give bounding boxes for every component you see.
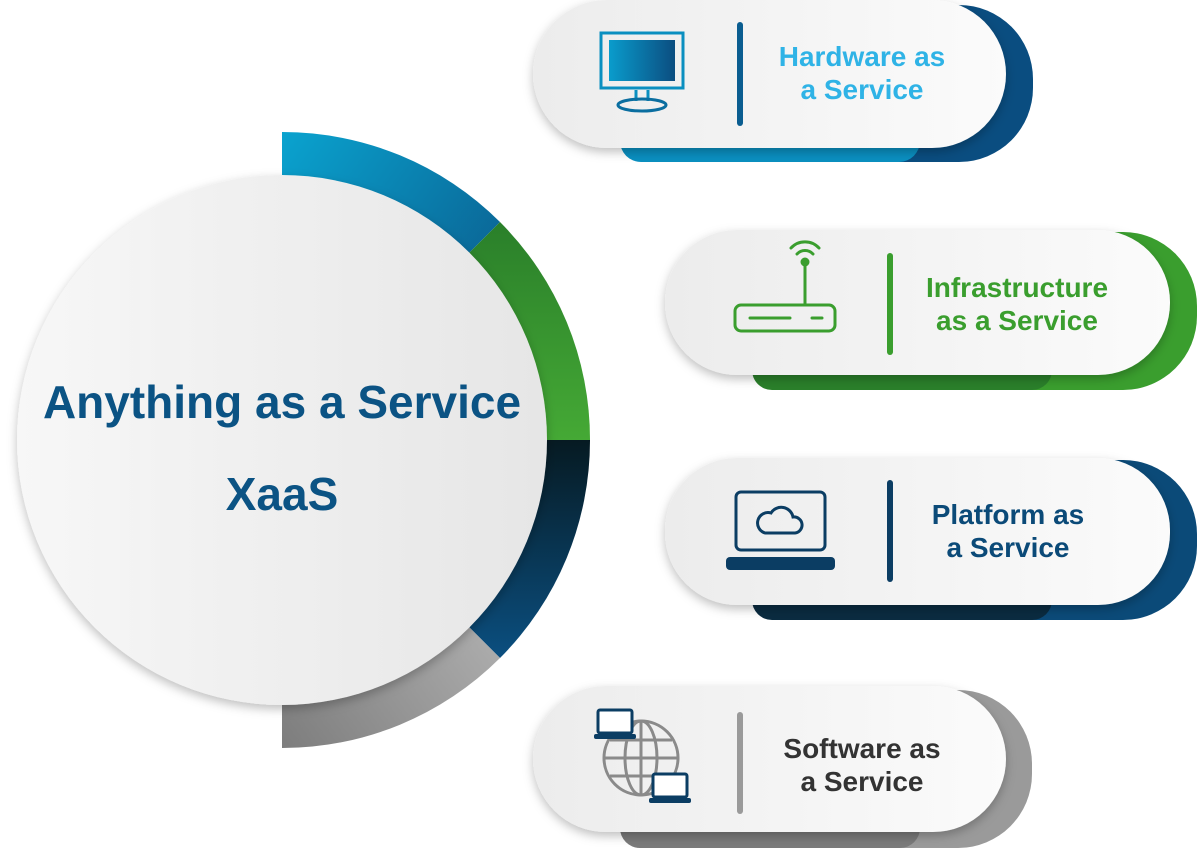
card-software-as-a-service[interactable]: Software as a Service <box>533 686 1032 848</box>
card-title-line2: a Service <box>801 766 924 797</box>
card-hardware-as-a-service[interactable]: Hardware as a Service <box>533 0 1033 162</box>
card-title-line1: Infrastructure <box>926 272 1108 303</box>
card-divider <box>887 253 893 355</box>
card-title-line1: Hardware as <box>779 41 946 72</box>
card-title-line1: Platform as <box>932 499 1085 530</box>
card-platform-as-a-service[interactable]: Platform as a Service <box>665 458 1197 620</box>
wifi-router-icon <box>733 240 837 333</box>
card-title-line2: a Service <box>947 532 1070 563</box>
card-body <box>533 0 1006 148</box>
card-body <box>665 230 1170 375</box>
center-subtitle: XaaS <box>226 468 339 520</box>
card-divider <box>737 712 743 814</box>
card-body <box>665 458 1170 605</box>
card-divider <box>887 480 893 582</box>
central-circle <box>17 175 547 705</box>
card-title-line2: as a Service <box>936 305 1098 336</box>
monitor-icon <box>599 31 685 113</box>
card-title-line1: Software as <box>783 733 940 764</box>
card-infrastructure-as-a-service[interactable]: Infrastructure as a Service <box>665 230 1197 390</box>
globe-network-icon <box>594 708 691 803</box>
card-divider <box>737 22 743 126</box>
laptop-cloud-icon <box>726 490 835 570</box>
center-title: Anything as a Service <box>43 376 521 428</box>
card-title-line2: a Service <box>801 74 924 105</box>
